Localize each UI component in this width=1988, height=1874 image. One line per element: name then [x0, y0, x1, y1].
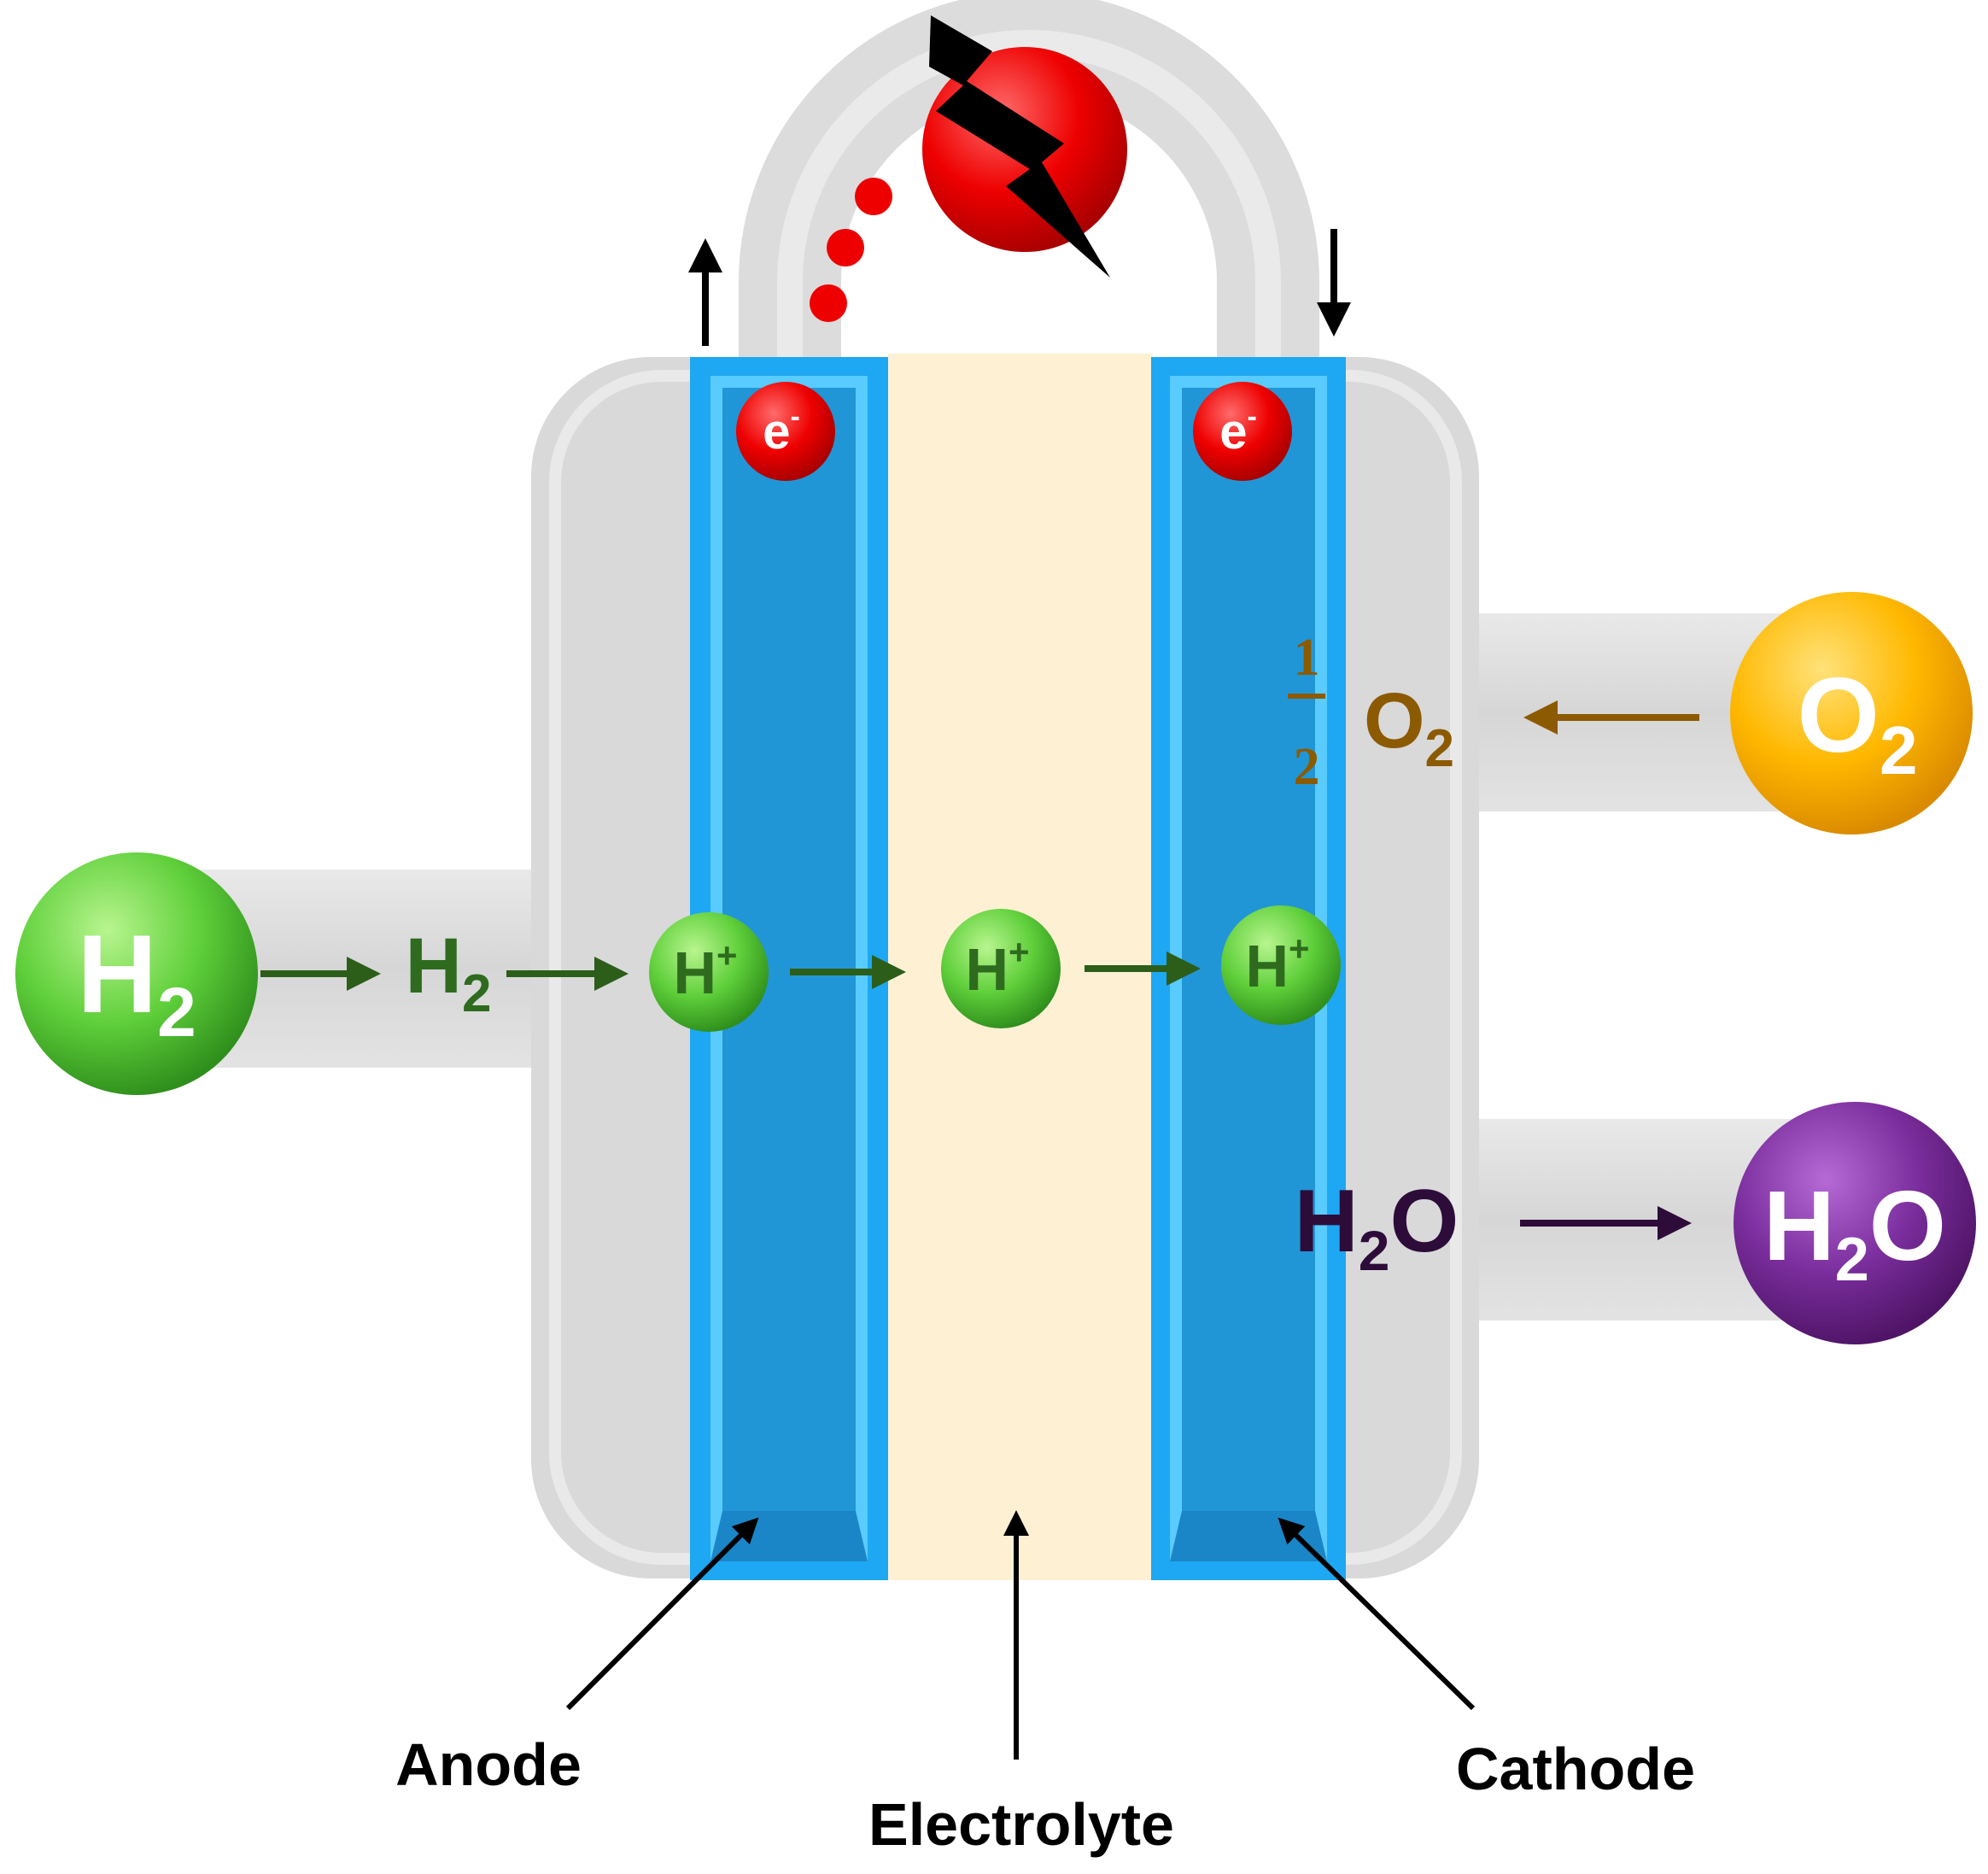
cathode-label: Cathode [1456, 1736, 1695, 1802]
svg-text:H+: H+ [965, 932, 1029, 1003]
external-load [922, 15, 1127, 278]
svg-text:H+: H+ [1245, 928, 1309, 999]
hydrogen-source: H2 [15, 852, 258, 1095]
hydrogen-gas-label: H2 [406, 922, 492, 1023]
svg-text:2: 2 [1294, 738, 1320, 796]
anode-label: Anode [395, 1731, 582, 1798]
electron-anode: e- [736, 382, 835, 481]
electrolyte-label: Electrolyte [868, 1791, 1174, 1858]
svg-text:e-: e- [763, 401, 800, 460]
svg-text:1: 1 [1294, 629, 1320, 687]
proton-cathode: H+ [1221, 905, 1341, 1025]
svg-text:O2: O2 [1798, 657, 1918, 788]
lightning-bolt-icon [929, 15, 1110, 278]
svg-text:e-: e- [1219, 401, 1257, 460]
anode-pointer-arrow [565, 1517, 759, 1711]
electron-cathode: e- [1193, 382, 1292, 481]
svg-text:O2: O2 [1364, 677, 1454, 778]
svg-text:H+: H+ [673, 935, 737, 1006]
svg-text:H2O: H2O [1763, 1170, 1946, 1294]
proton-electrolyte: H+ [941, 909, 1061, 1028]
proton-anode: H+ [649, 912, 769, 1032]
svg-text:H2: H2 [77, 911, 196, 1051]
water-output: H2O [1734, 1102, 1976, 1344]
oxygen-half-label: 1 2 O2 [1288, 629, 1454, 796]
oxygen-source: O2 [1730, 592, 1973, 835]
water-product-label: H2O [1295, 1172, 1459, 1282]
electron-flow-dots [810, 178, 892, 322]
cathode-pointer-arrow [1278, 1517, 1476, 1711]
